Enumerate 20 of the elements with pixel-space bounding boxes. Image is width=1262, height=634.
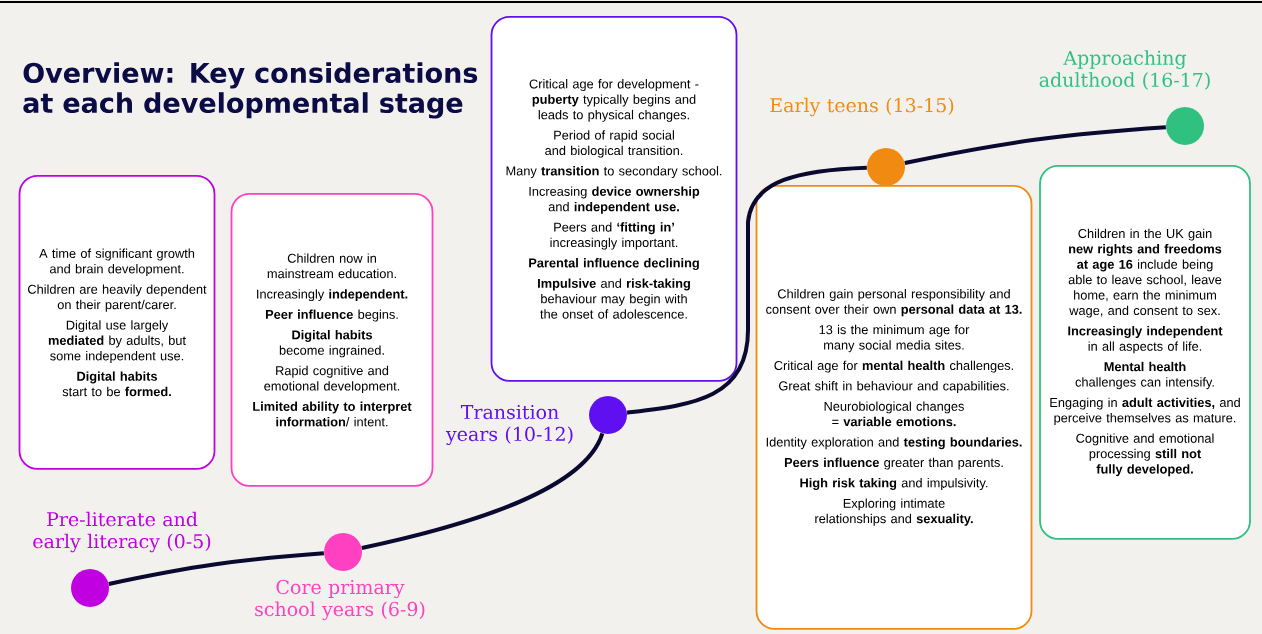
timeline-dot xyxy=(324,533,362,571)
stage-label: Approaching adulthood (16-17) xyxy=(1039,50,1210,90)
timeline-dot xyxy=(589,396,627,434)
stage-label: Early teens (13-15) xyxy=(770,97,954,117)
timeline-dot xyxy=(1166,107,1204,145)
stage-label: Pre-literate and early literacy (0-5) xyxy=(33,511,211,553)
timeline-curve xyxy=(108,551,324,586)
title: Overview: Key considerations at each developmental stage xyxy=(23,62,478,119)
text-box: Children gain personal responsibility and consent over their own personal data at 13. 13 is the minimum age for many social media sites. Critical age for mental health challenges. Great shift in behaviour and capabilities. Neurobiological changes = variable emotions. Identity exploration and testing boundaries. Peers influence greater than parents. High risk taking and impulsivity. Exploring intimate relationships and sexuality. xyxy=(755,185,1033,630)
timeline-curve xyxy=(904,125,1166,166)
text-box: Children in the UK gain new rights and freedoms at age 16 include being able to leave school, leave home, earn the minimum wage, and consent to sex. Increasingly independent in all aspects of life. Mental health challenges can intensify. Engaging in adult activities, and perceive themselves as mature. Cognitive and emotional processing still not fully developed. xyxy=(1039,165,1251,540)
timeline-curve xyxy=(361,432,605,550)
stage-label: Transition years (10-12) xyxy=(445,404,573,446)
stage-label: Core primary school years (6-9) xyxy=(255,579,425,621)
text-box: Children now in mainstream education. Increasingly independent. Peer influence begins. Digital habits become ingrained. Rapid cognitive and emotional development. Limited ability to interpret information/ intent. xyxy=(230,193,434,487)
text-box: A time of significant growth and brain development. Children are heavily dependent on their parent/carer. Digital use largely mediated by adults, but some independent use. Digital habits start to be formed. xyxy=(18,175,216,470)
timeline-dot xyxy=(71,569,109,607)
timeline-curve xyxy=(626,165,867,415)
text-box: Critical age for development - puberty typically begins and leads to physical changes. Period of rapid social and biological transition. Many transition to secondary school. Increasing device ownership and independent use. Peers and ‘fitting in’ increasingly important. Parental influence declining Impulsive and risk-taking behaviour may begin with the onset of adolescence. xyxy=(490,16,738,382)
timeline-dot xyxy=(867,148,905,186)
